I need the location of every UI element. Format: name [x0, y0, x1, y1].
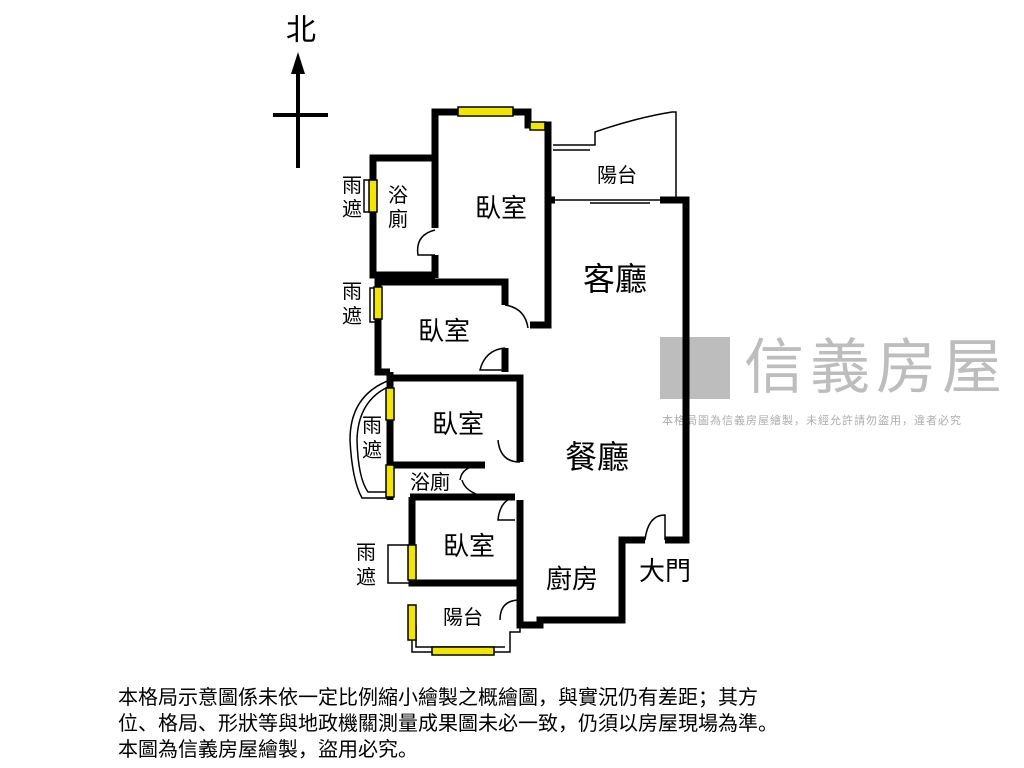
room-label-bedroom-4: 臥室: [443, 532, 495, 562]
watermark-notice: 本格局圖為信義房屋繪製，未經允許請勿盜用，違者必究: [662, 414, 962, 427]
doors: [416, 229, 666, 621]
room-label-dining-room: 餐廳: [565, 438, 629, 476]
room-label-kitchen: 廚房: [546, 565, 598, 595]
disclaimer-caption: 本格局示意圖係未依一定比例縮小繪製之概繪圖，與實況仍有差距；其方 位、格局、形狀…: [118, 684, 918, 762]
room-label-living-room: 客廳: [583, 260, 647, 298]
room-label-bath-2: 浴廁: [410, 470, 450, 494]
room-label-bath-top-2: 廁: [388, 207, 408, 231]
room-label-bedroom-top: 臥室: [475, 194, 527, 224]
north-arrow: [273, 52, 328, 168]
walls: [369, 108, 690, 629]
room-label-balcony-top: 陽台: [597, 163, 637, 187]
room-label-bedroom-3: 臥室: [432, 410, 484, 440]
room-label-main-door: 大門: [639, 557, 691, 587]
room-label-bedroom-2: 臥室: [418, 317, 470, 347]
awning-label: 雨: [362, 413, 382, 437]
awning-label: 雨: [342, 279, 362, 303]
caption-line: 本圖為信義房屋繪製，盜用必究。: [118, 737, 418, 761]
room-label-bath-top-1: 浴: [388, 183, 408, 207]
awning-label: 遮: [356, 565, 376, 589]
awning-label: 雨: [356, 540, 376, 564]
awning-label: 雨: [342, 173, 362, 197]
awning-label: 遮: [342, 197, 362, 221]
awning-label: 遮: [342, 304, 362, 328]
north-label: 北: [286, 13, 316, 48]
caption-line: 本格局示意圖係未依一定比例縮小繪製之概繪圖，與實況仍有差距；其方: [118, 685, 758, 709]
windows: [368, 106, 546, 656]
caption-line: 位、格局、形狀等與地政機關測量成果圖未必一致，仍須以房屋現場為準。: [118, 711, 778, 735]
thin-lines: [349, 111, 680, 653]
room-label-balcony-bottom: 陽台: [443, 605, 483, 629]
awning-label: 遮: [362, 438, 382, 462]
